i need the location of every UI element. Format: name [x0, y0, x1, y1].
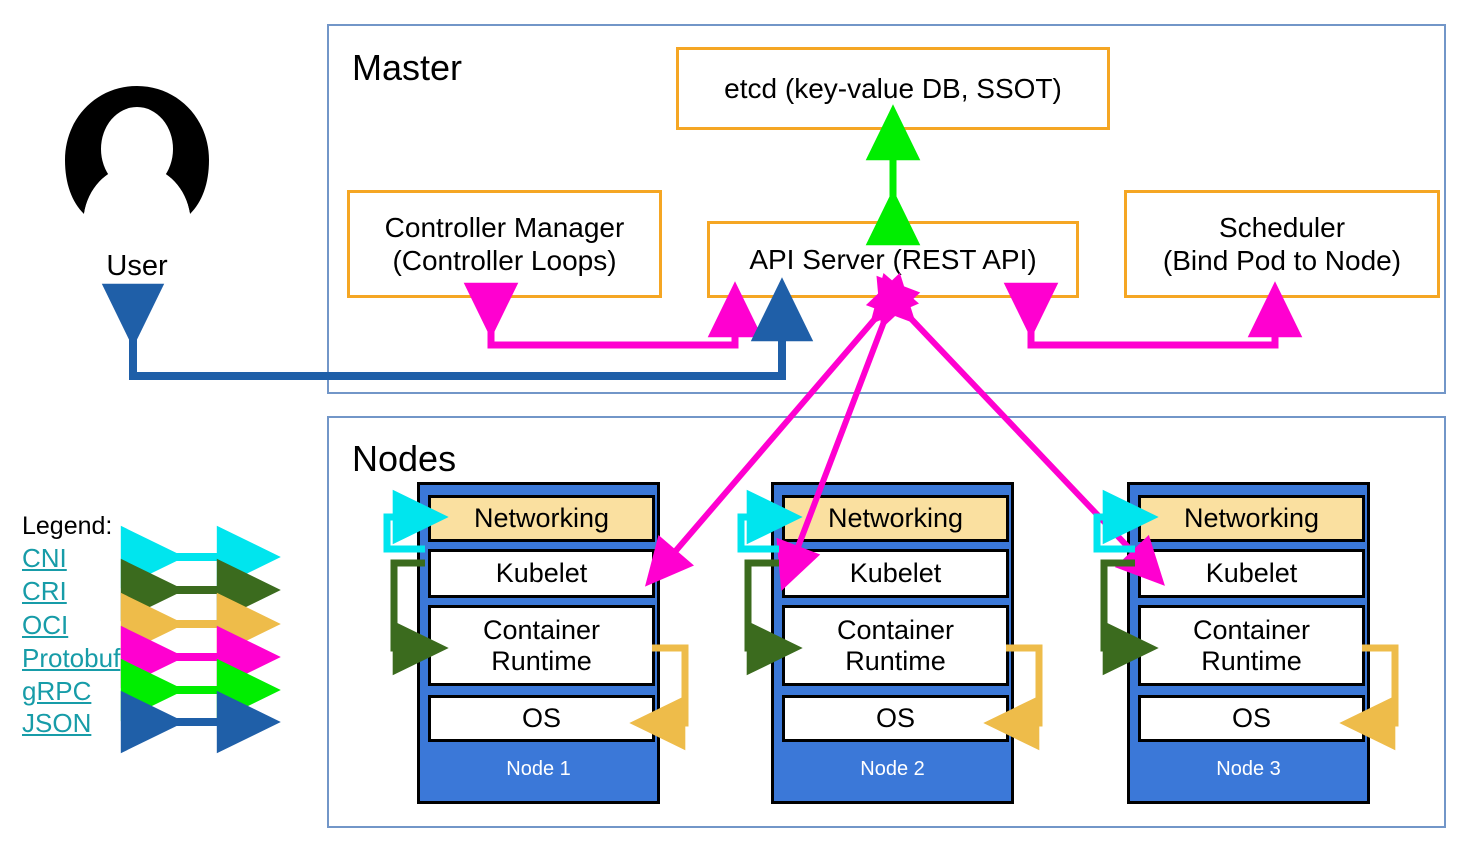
node-3-os-label: OS [1231, 703, 1271, 734]
node-1-container-runtime-panel[interactable]: Container Runtime [428, 605, 655, 686]
node-3-name-label: Node 3 [1216, 758, 1281, 780]
nodes-group-title: Nodes [352, 438, 457, 479]
node-2-container-runtime-panel[interactable]: Container Runtime [782, 605, 1009, 686]
user-label: User [106, 250, 168, 282]
user-avatar-icon [62, 84, 212, 226]
legend-label-json[interactable]: JSON [22, 708, 92, 738]
node-2-kubelet-panel[interactable]: Kubelet [782, 549, 1009, 598]
scheduler-label-line2: (Bind Pod to Node) [1162, 245, 1402, 276]
node-2-os-label: OS [875, 703, 915, 734]
node-2-kubelet-label: Kubelet [849, 558, 942, 589]
legend-label-cni[interactable]: CNI [22, 543, 67, 573]
node-1-kubelet-panel[interactable]: Kubelet [428, 549, 655, 598]
node-2-networking-panel[interactable]: Networking [782, 495, 1009, 542]
node-2-container-runtime-label: Container Runtime [836, 615, 955, 676]
node-3[interactable]: Networking Kubelet Container Runtime OS … [1127, 482, 1370, 804]
node-1-kubelet-label: Kubelet [495, 558, 588, 589]
node-1-name-label: Node 1 [506, 758, 571, 780]
node-3-container-runtime-label: Container Runtime [1192, 615, 1311, 676]
node-3-networking-panel[interactable]: Networking [1138, 495, 1365, 542]
node-3-kubelet-label: Kubelet [1205, 558, 1298, 589]
node-3-container-runtime-panel[interactable]: Container Runtime [1138, 605, 1365, 686]
legend-title: Legend: [22, 512, 113, 540]
etcd-box[interactable]: etcd (key-value DB, SSOT) [676, 47, 1110, 130]
controller-manager-label-line1: Controller Manager [384, 211, 625, 243]
node-3-networking-label: Networking [1183, 503, 1320, 534]
node-2-os-panel[interactable]: OS [782, 695, 1009, 742]
legend-label-protobuf[interactable]: Protobuf [22, 643, 121, 673]
node-1[interactable]: Networking Kubelet Container Runtime OS … [417, 482, 660, 804]
master-group-title: Master [352, 47, 463, 88]
legend-label-grpc[interactable]: gRPC [22, 676, 92, 706]
node-1-networking-panel[interactable]: Networking [428, 495, 655, 542]
node-3-kubelet-panel[interactable]: Kubelet [1138, 549, 1365, 598]
node-2[interactable]: Networking Kubelet Container Runtime OS … [771, 482, 1014, 804]
node-3-os-panel[interactable]: OS [1138, 695, 1365, 742]
node-1-os-label: OS [521, 703, 561, 734]
api-server-label: API Server (REST API) [749, 243, 1037, 275]
controller-manager-box[interactable]: Controller Manager (Controller Loops) [347, 190, 662, 298]
node-2-name-label: Node 2 [860, 758, 925, 780]
node-1-os-panel[interactable]: OS [428, 695, 655, 742]
scheduler-box[interactable]: Scheduler (Bind Pod to Node) [1124, 190, 1440, 298]
api-server-box[interactable]: API Server (REST API) [707, 221, 1079, 298]
scheduler-label-line1: Scheduler [1218, 211, 1346, 243]
etcd-label: etcd (key-value DB, SSOT) [724, 72, 1062, 104]
node-1-container-runtime-label: Container Runtime [482, 615, 601, 676]
node-2-networking-label: Networking [827, 503, 964, 534]
controller-manager-label-line2: (Controller Loops) [392, 245, 617, 276]
node-1-networking-label: Networking [473, 503, 610, 534]
legend-label-cri[interactable]: CRI [22, 576, 67, 606]
legend-label-oci[interactable]: OCI [22, 610, 69, 640]
